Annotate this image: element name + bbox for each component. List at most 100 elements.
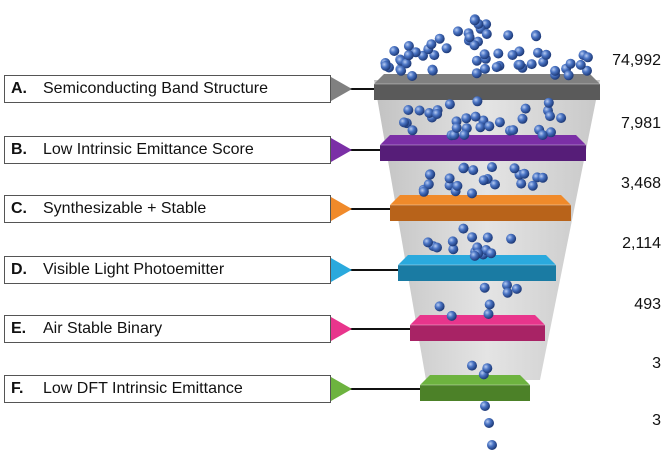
filter-plate-top-c [390, 195, 571, 205]
particle-ball [478, 175, 489, 186]
filter-plate-top-b [380, 135, 586, 145]
particle-ball [516, 178, 527, 189]
particle-ball [418, 186, 429, 197]
particle-ball [482, 232, 493, 243]
particle-ball [432, 109, 443, 119]
particle-ball [452, 180, 463, 191]
particle-ball [424, 169, 435, 180]
filter-plate-top-e [410, 315, 545, 325]
particle-ball [537, 130, 548, 140]
particle-ball [468, 165, 479, 176]
particle-ball [546, 127, 556, 138]
particle-ball [407, 71, 418, 81]
particle-ball [506, 233, 517, 244]
stage-arrow-a [331, 77, 352, 101]
particle-ball [491, 62, 502, 73]
stage-text-f: Low DFT Intrinsic Emittance [43, 380, 243, 397]
particle-ball [533, 47, 543, 58]
output-count: 3 [652, 412, 661, 429]
particle-ball [563, 70, 574, 81]
particle-ball [467, 232, 478, 243]
stage-label-e: E. Air Stable Binary [4, 315, 331, 343]
stage-label-d: D. Visible Light Photoemitter [4, 256, 331, 284]
stage-letter-f: F. [11, 380, 24, 397]
particle-ball [423, 179, 434, 190]
particle-ball [424, 108, 435, 118]
particle-ball [432, 242, 442, 253]
particle-ball [550, 65, 561, 76]
stage-arrow-f [331, 377, 352, 401]
particle-ball [389, 46, 400, 56]
particle-ball [469, 40, 480, 51]
particle-ball [434, 33, 445, 44]
particle-ball [511, 283, 522, 294]
particle-ball [479, 282, 490, 293]
particle-ball [481, 29, 492, 39]
particle-ball [453, 26, 463, 37]
particle-ball [483, 309, 494, 319]
particle-ball [380, 60, 391, 71]
particle-ball [458, 223, 469, 234]
stage-arrow-e [331, 317, 352, 341]
particle-ball [565, 58, 576, 69]
particle-ball [459, 129, 470, 140]
stage-count-d: 2,114 [622, 235, 661, 252]
particle-ball [575, 59, 586, 70]
particle-ball [471, 55, 482, 66]
stage-letter-d: D. [11, 261, 27, 278]
particle-ball [507, 50, 518, 60]
particle-ball [541, 49, 552, 60]
particle-ball [470, 111, 481, 122]
particle-ball [401, 58, 412, 69]
particle-ball [451, 122, 462, 133]
particle-ball [484, 121, 495, 132]
filter-plate-front-d [398, 265, 556, 281]
stage-text-d: Visible Light Photoemitter [43, 261, 225, 278]
particle-ball [520, 103, 531, 114]
particle-ball [441, 43, 452, 54]
stage-label-f: F. Low DFT Intrinsic Emittance [4, 375, 331, 403]
particle-ball [469, 250, 480, 261]
filter-plate-front-a [374, 84, 600, 100]
stage-label-a: A. Semiconducting Band Structure [4, 75, 331, 103]
particle-ball [471, 68, 482, 79]
particle-ball [446, 310, 457, 321]
particle-ball [403, 50, 414, 61]
stage-count-c: 3,468 [620, 175, 661, 192]
particle-ball [448, 244, 459, 255]
stage-count-e: 493 [634, 296, 661, 313]
particle-ball [447, 236, 458, 247]
particle-ball [461, 113, 472, 124]
particle-ball [490, 179, 500, 190]
output-particle-ball [480, 401, 490, 411]
particle-ball [543, 97, 554, 108]
filter-plate-front-c [390, 205, 571, 221]
particle-ball [531, 31, 542, 42]
stage-count-f: 3 [652, 355, 661, 372]
particle-ball [509, 163, 520, 174]
stage-letter-a: A. [11, 80, 27, 97]
stage-text-b: Low Intrinsic Emittance Score [43, 141, 254, 158]
stage-text-a: Semiconducting Band Structure [43, 80, 269, 97]
particle-ball [407, 125, 418, 136]
particle-ball [482, 363, 493, 374]
particle-ball [515, 59, 525, 70]
stage-count-b: 7,981 [620, 115, 661, 132]
particle-ball [396, 65, 407, 76]
particle-ball [427, 65, 438, 76]
filter-plate-front-e [410, 325, 545, 341]
particle-ball [423, 237, 433, 248]
particle-ball [517, 113, 528, 124]
particle-ball [582, 52, 593, 63]
stage-arrow-b [331, 138, 352, 162]
filter-plate-top-f [420, 375, 530, 385]
filter-plate-front-f [420, 385, 530, 401]
particle-ball [484, 299, 495, 310]
particle-ball [399, 117, 409, 128]
particle-ball [508, 125, 519, 136]
particle-ball [480, 63, 490, 74]
particle-ball [502, 280, 512, 291]
particle-ball [467, 360, 477, 371]
particle-ball [503, 30, 514, 41]
